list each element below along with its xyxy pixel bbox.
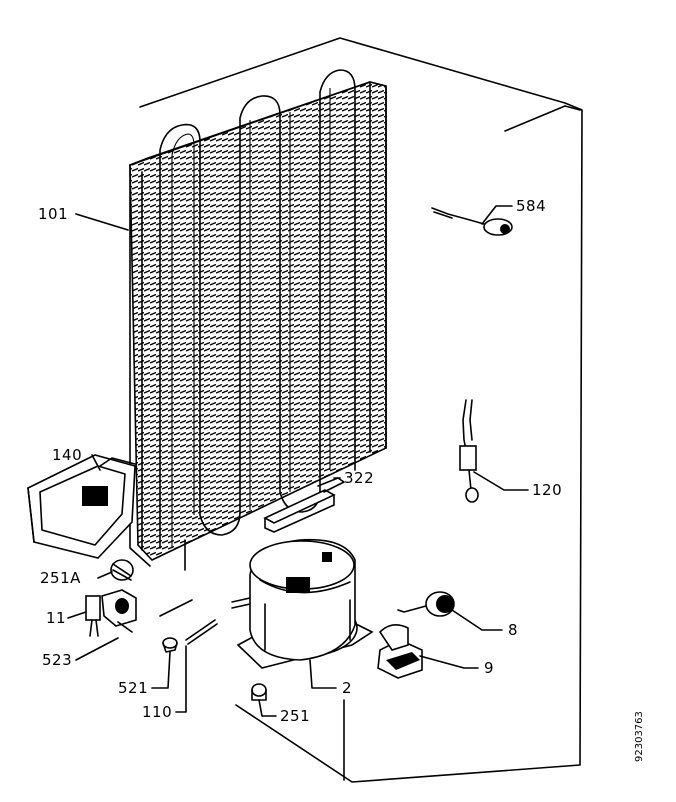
drip-tray-140 <box>27 454 136 559</box>
reference-number: 92303763 <box>634 711 645 762</box>
condenser <box>129 69 387 571</box>
label-11: 11 <box>46 609 66 627</box>
label-251: 251 <box>280 707 310 725</box>
tube-110 <box>159 599 218 645</box>
part-labels: 101 584 140 322 120 251A 11 523 8 9 521 … <box>38 197 645 762</box>
label-101: 101 <box>38 205 68 223</box>
label-120: 120 <box>532 481 562 499</box>
label-322: 322 <box>344 469 374 487</box>
label-251a: 251A <box>40 569 81 587</box>
compressor-2 <box>231 538 374 669</box>
label-584: 584 <box>516 197 546 215</box>
label-110: 110 <box>142 703 172 721</box>
capacitor-11 <box>85 595 101 637</box>
label-523: 523 <box>42 651 72 669</box>
cabinet-outline <box>139 37 583 783</box>
label-140: 140 <box>52 446 82 464</box>
thermostat-120 <box>459 399 479 503</box>
label-521: 521 <box>118 679 148 697</box>
plug-521 <box>162 637 178 653</box>
sensor-584 <box>431 207 513 236</box>
label-2: 2 <box>342 679 352 697</box>
grommet-251a <box>110 559 134 581</box>
grommet-251 <box>251 683 267 701</box>
leader-lines <box>67 205 529 717</box>
clamp-523 <box>101 589 137 633</box>
bracket-322 <box>263 477 345 533</box>
label-8: 8 <box>508 621 518 639</box>
starter-relay-9 <box>377 624 423 679</box>
relay-8 <box>397 591 455 617</box>
label-9: 9 <box>484 659 494 677</box>
